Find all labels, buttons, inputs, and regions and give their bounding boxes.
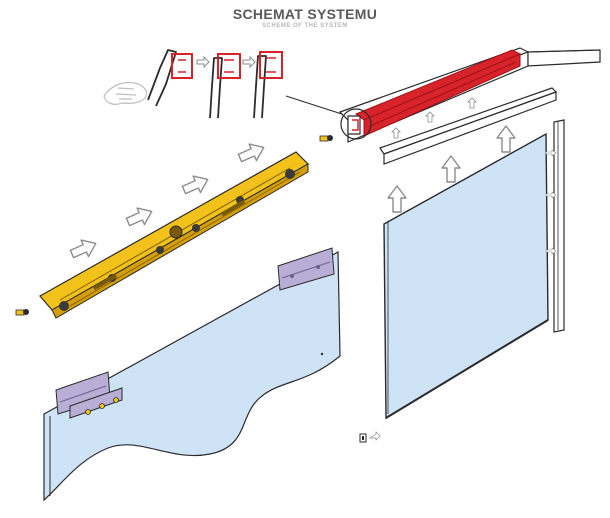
bracket-step-1 — [147, 49, 193, 107]
glass-panel-right — [383, 132, 549, 420]
detail-pointer-line — [285, 95, 349, 117]
screw-icon — [319, 135, 333, 142]
arrow-up-icon — [391, 127, 401, 139]
arrow-up-icon — [496, 125, 516, 153]
bracket-step-3 — [253, 51, 283, 119]
glass-clamp — [277, 247, 335, 291]
rail-assembly — [338, 47, 601, 165]
end-stop-icon — [359, 431, 381, 443]
installation-steps — [103, 49, 349, 119]
red-rail-side — [363, 53, 521, 137]
diagram-header: SCHEMAT SYSTEMU SCHEME OF THE SYSTEM — [0, 6, 610, 30]
diagram-subtitle: SCHEME OF THE SYSTEM — [262, 23, 348, 29]
arrow-up-icon — [387, 185, 407, 213]
arrow-right-icon — [242, 55, 256, 69]
hand-icon — [103, 81, 148, 105]
carriage-mechanism — [39, 151, 309, 319]
bracket-step-2 — [209, 53, 241, 119]
glass-panel-left — [43, 247, 341, 502]
screw-icon — [85, 397, 119, 415]
arrow-up-icon — [441, 155, 461, 183]
glass-clamp — [55, 371, 123, 419]
arrow-up-icon — [467, 97, 477, 109]
arrow-right-icon — [179, 170, 213, 199]
arrow-up-icon — [425, 111, 435, 123]
diagram-title: SCHEMAT SYSTEMU — [232, 6, 378, 22]
arrow-right-icon — [67, 234, 101, 263]
rail-detail-circle — [340, 108, 372, 140]
arrow-right-icon — [235, 138, 269, 167]
side-profile — [545, 119, 565, 333]
screw-icon — [15, 309, 29, 316]
arrow-right-icon — [196, 55, 210, 69]
arrow-right-icon — [123, 202, 157, 231]
